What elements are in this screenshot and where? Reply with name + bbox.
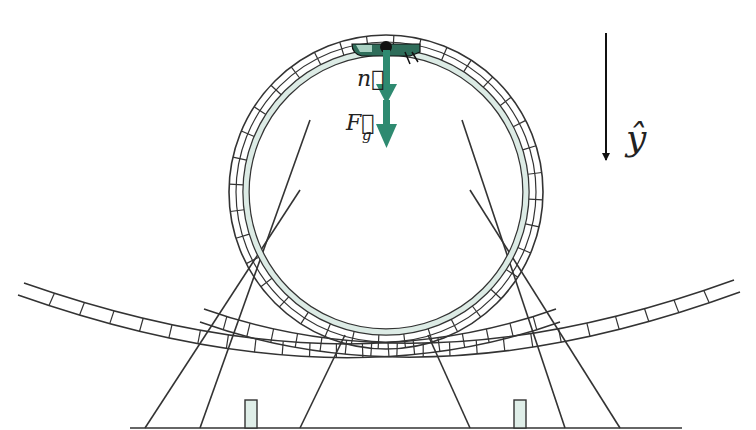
force-label: n⃗ <box>357 68 384 90</box>
axis-label: ŷ <box>626 120 646 156</box>
subscript-label: g <box>362 128 372 143</box>
